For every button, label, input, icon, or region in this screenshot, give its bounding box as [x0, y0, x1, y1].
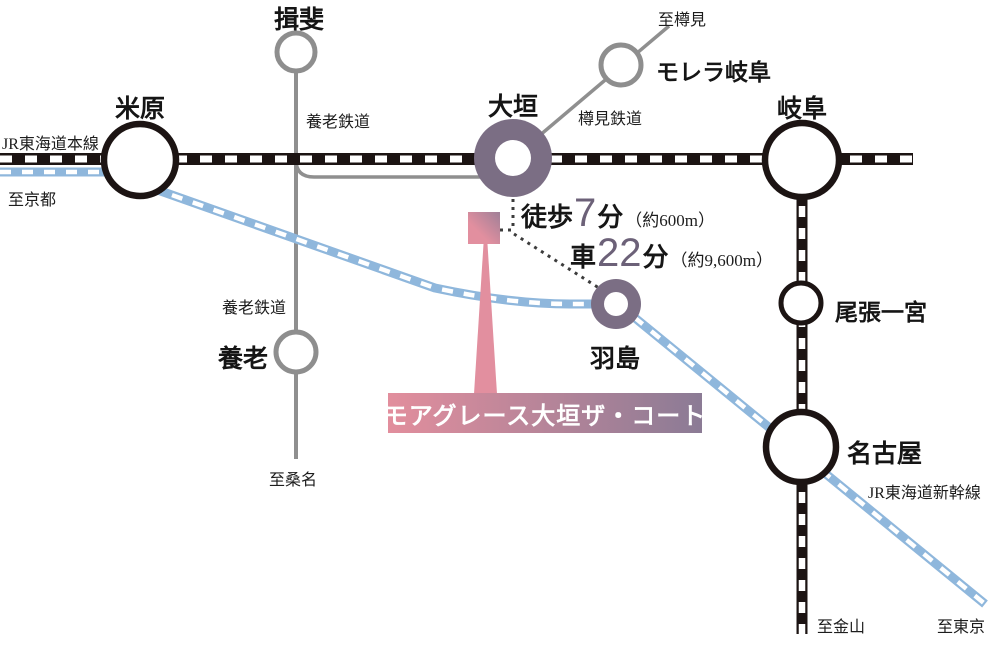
line-label-yoro-railway-south: 養老鉄道 — [222, 300, 287, 317]
station-circle-maibara — [100, 120, 180, 200]
station-label-gifu: 岐阜 — [777, 95, 828, 123]
walk-access-info: 徒歩 7 分 （約600m） — [521, 193, 715, 234]
station-label-owari-ichinomiya: 尾張一宮 — [835, 299, 927, 325]
car-minutes: 22 — [597, 231, 642, 275]
station-label-maibara: 米原 — [115, 95, 166, 123]
shinkansen-line — [0, 167, 988, 608]
station-label-ibi: 揖斐 — [274, 6, 325, 34]
station-circle-malera-gifu — [598, 42, 644, 88]
site-pointer — [474, 244, 497, 394]
line-label-jr-tokaido-main: JR東海道本線 — [2, 136, 99, 153]
property-name: モアグレース大垣ザ・コート — [383, 402, 707, 430]
walk-distance: （約600m） — [625, 211, 716, 230]
direction-label-to-tarumi: 至樽見 — [658, 12, 707, 29]
station-label-yoro: 養老 — [218, 345, 269, 373]
line-label-tarumi-railway: 樽見鉄道 — [578, 111, 643, 128]
station-circle-gifu — [761, 119, 843, 201]
property-banner: モアグレース大垣ザ・コート — [384, 393, 705, 433]
car-unit-label: 分 — [642, 242, 669, 272]
direction-label-to-tokyo: 至東京 — [937, 619, 986, 636]
direction-label-to-kyoto: 至京都 — [8, 192, 57, 209]
walk-minutes: 7 — [574, 191, 597, 235]
site-marker-square — [468, 212, 500, 244]
walk-mode-label: 徒歩 — [521, 202, 574, 232]
direction-label-to-kanayama: 至金山 — [817, 619, 866, 636]
station-circle-ibi — [274, 30, 318, 74]
station-circle-owari-ichinomiya — [778, 280, 824, 326]
station-label-nagoya: 名古屋 — [847, 440, 923, 468]
station-label-hashima: 羽島 — [590, 345, 641, 373]
car-mode-label: 車 — [570, 242, 597, 272]
station-label-malera-gifu: モレラ岐阜 — [656, 59, 771, 85]
direction-label-to-kuwana: 至桑名 — [269, 472, 318, 489]
car-access-info: 車 22 分 （約9,600m） — [570, 233, 773, 274]
line-label-yoro-railway-north: 養老鉄道 — [306, 114, 371, 131]
station-circle-hashima-hole — [604, 292, 628, 316]
station-circle-nagoya — [762, 408, 840, 486]
station-label-ogaki: 大垣 — [488, 93, 539, 121]
car-route-dotted-line — [513, 232, 600, 290]
station-circle-ogaki-hole — [495, 140, 531, 176]
car-distance: （約9,600m） — [670, 251, 774, 270]
station-circle-yoro — [273, 329, 319, 375]
walk-unit-label: 分 — [597, 202, 624, 232]
line-label-jr-shinkansen: JR東海道新幹線 — [868, 485, 981, 502]
